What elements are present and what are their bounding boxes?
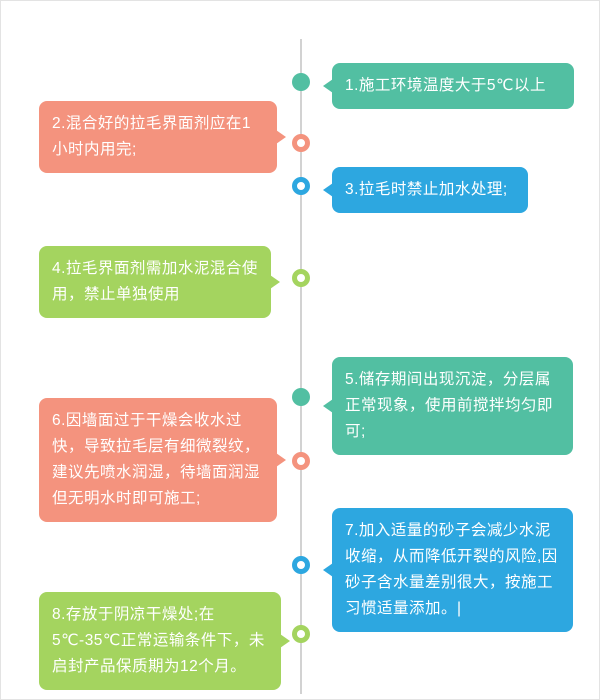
timeline-item-3[interactable]: 3.拉毛时禁止加水处理; bbox=[323, 167, 528, 213]
timeline-dot-5 bbox=[292, 388, 310, 406]
timeline-dot-8 bbox=[292, 625, 310, 643]
timeline-dot-1 bbox=[292, 73, 310, 91]
timeline-dot-7 bbox=[292, 556, 310, 574]
timeline-dot-6 bbox=[292, 452, 310, 470]
timeline-item-1[interactable]: 1.施工环境温度大于5℃以上 bbox=[323, 63, 574, 109]
timeline-dot-4 bbox=[292, 269, 310, 287]
timeline-line bbox=[300, 39, 302, 694]
timeline-item-2[interactable]: 2.混合好的拉毛界面剂应在1小时内用完; bbox=[39, 101, 286, 173]
timeline-item-5[interactable]: 5.储存期间出现沉淀，分层属正常现象，使用前搅拌均匀即可; bbox=[323, 357, 573, 455]
timeline-item-8[interactable]: 8.存放于阴凉干燥处;在5℃-35℃正常运输条件下，未启封产品保质期为12个月。 bbox=[39, 592, 290, 690]
timeline-item-4[interactable]: 4.拉毛界面剂需加水泥混合使用，禁止单独使用 bbox=[39, 246, 280, 318]
timeline-item-7[interactable]: 7.加入适量的砂子会减少水泥收缩，从而降低开裂的风险,因砂子含水量差别很大，按施… bbox=[323, 508, 573, 632]
timeline-dot-2 bbox=[292, 134, 310, 152]
timeline-dot-3 bbox=[292, 177, 310, 195]
timeline-item-6[interactable]: 6.因墙面过于干燥会收水过快，导致拉毛层有细微裂纹，建议先喷水润湿，待墙面润湿但… bbox=[39, 398, 286, 522]
